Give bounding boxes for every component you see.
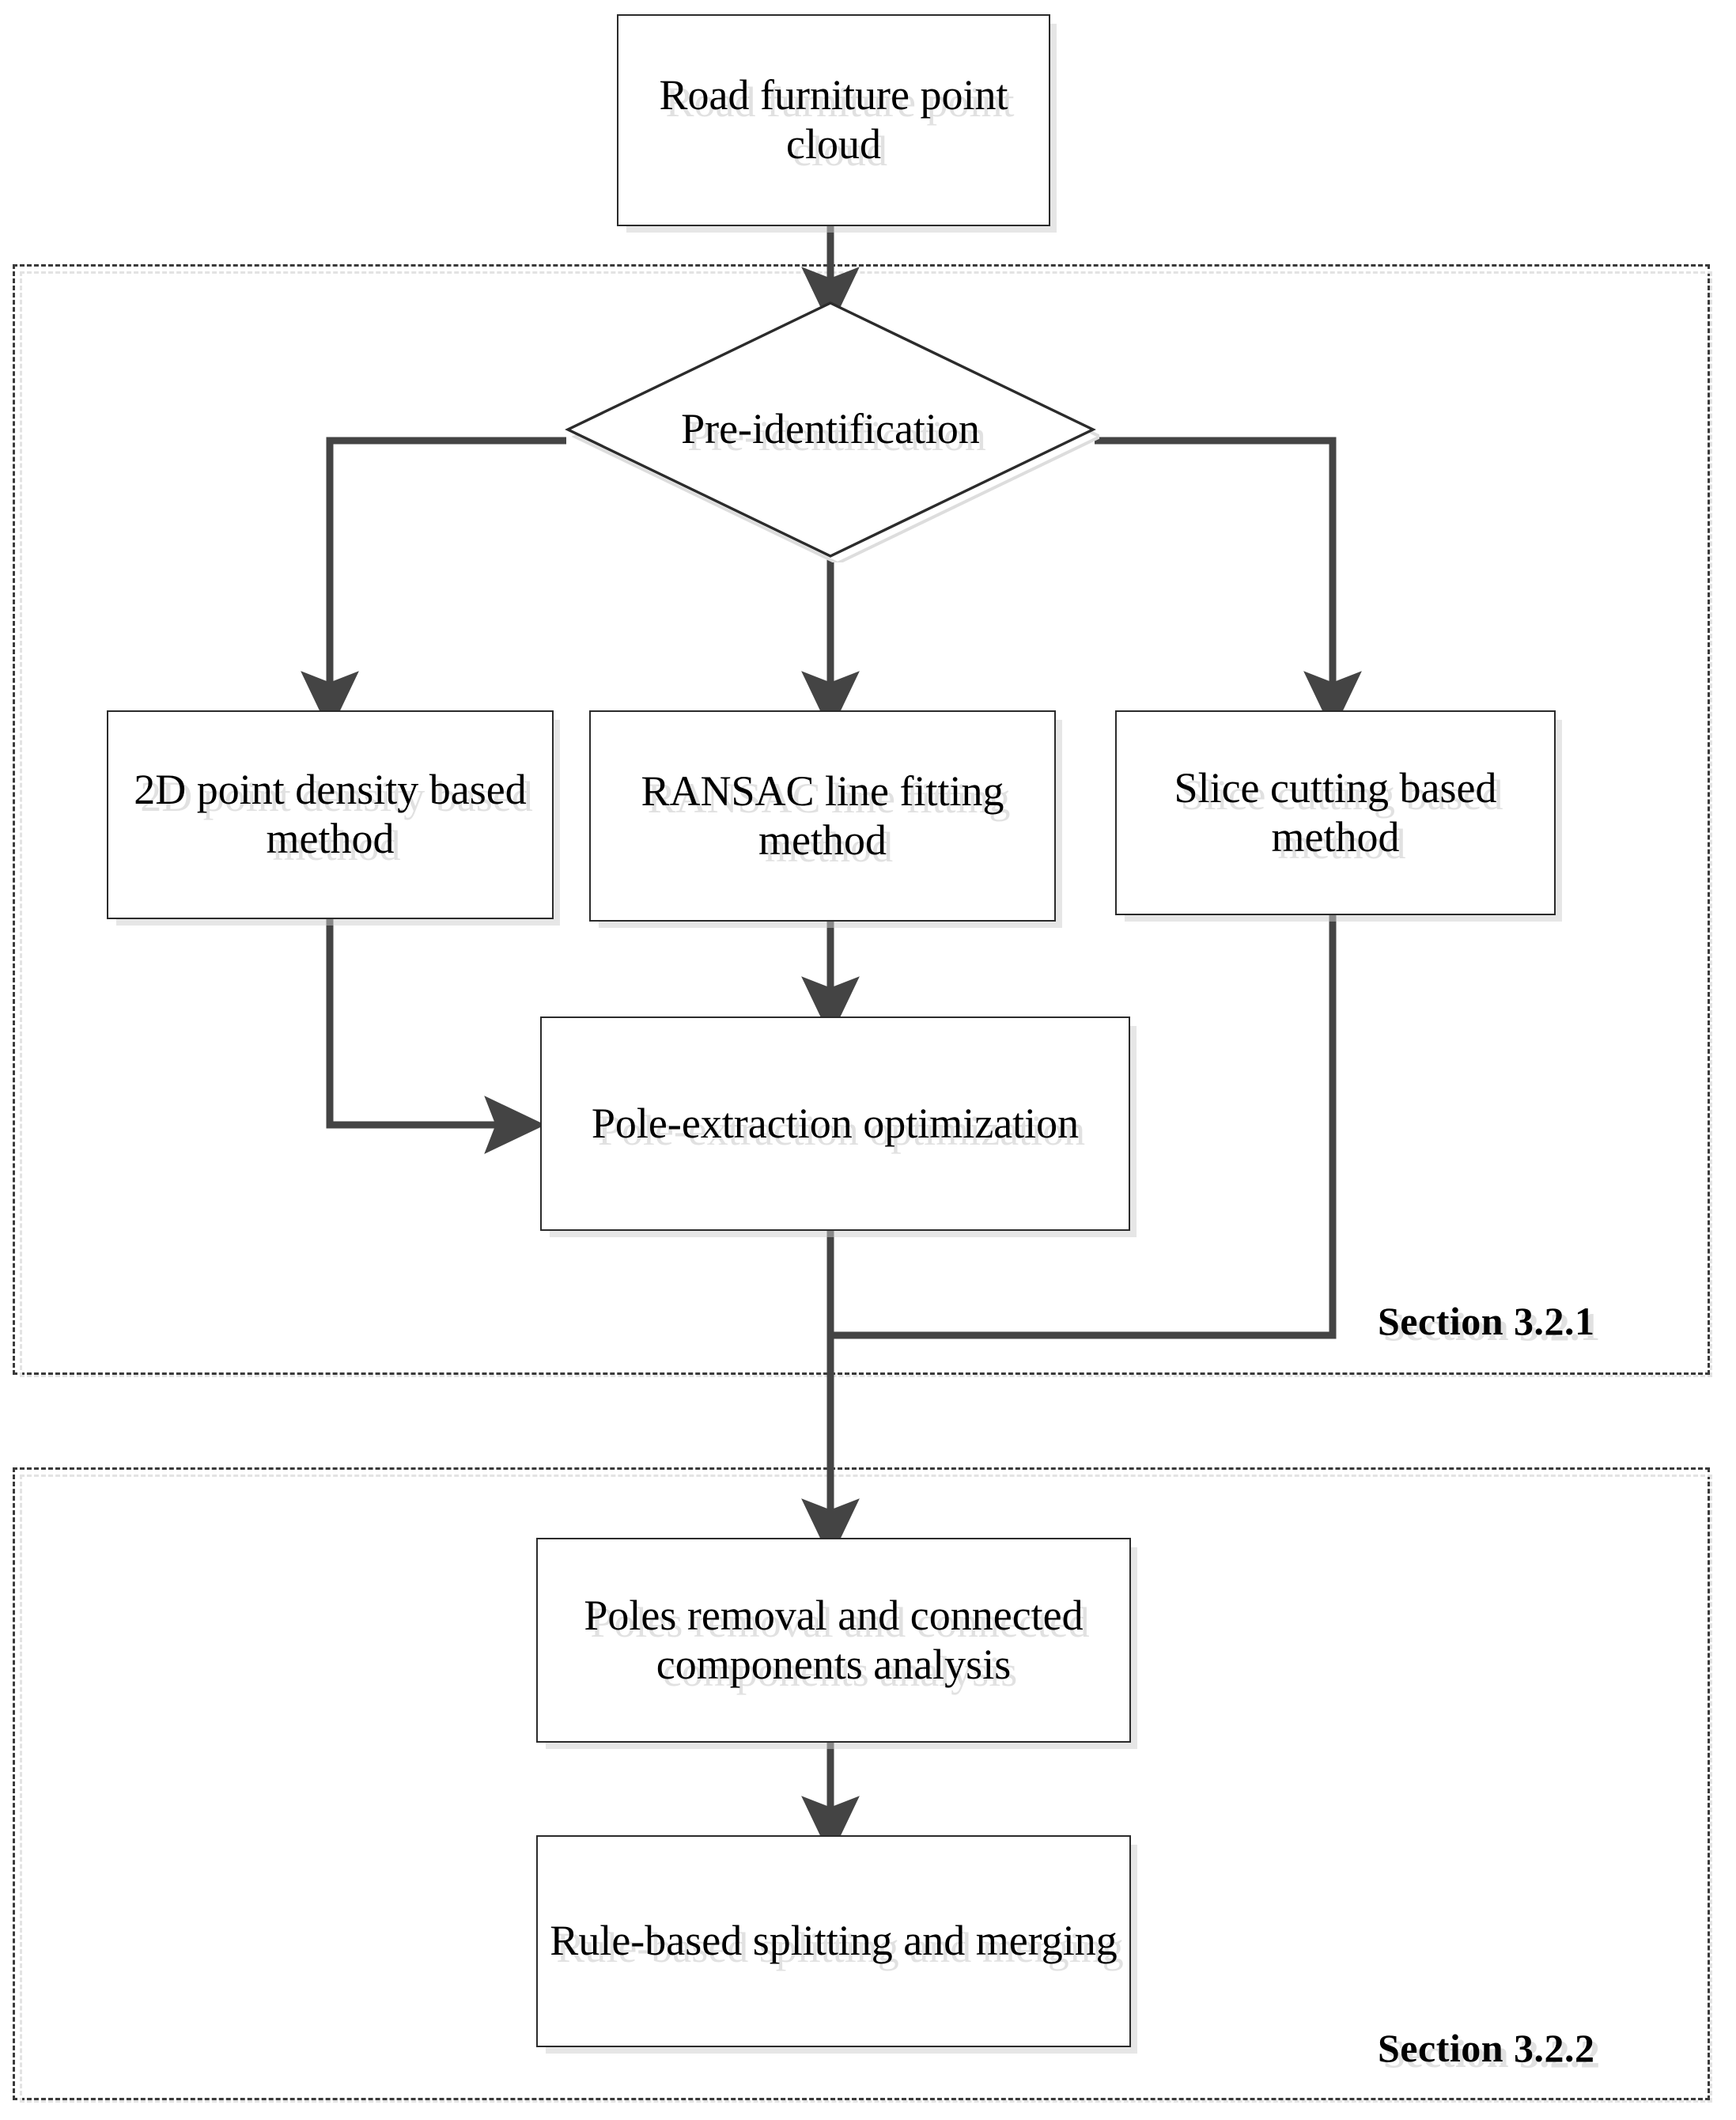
node-pole-extraction-optimization[interactable]: Pole-extraction optimization bbox=[540, 1016, 1130, 1231]
section-321-label: Section 3.2.1 bbox=[1378, 1299, 1595, 1343]
node-pre-identification[interactable]: Pre-identification bbox=[562, 297, 1099, 562]
node-ransac-line-fitting-method[interactable]: RANSAC line fitting method bbox=[589, 710, 1056, 922]
edge-decision-to-slice bbox=[1095, 437, 1362, 733]
edge-decision-to-2d-method bbox=[301, 437, 566, 733]
edge-slice-to-trunk bbox=[830, 915, 1337, 1339]
edge-2d-method-to-pole-optimization bbox=[326, 919, 546, 1154]
node-slice-cutting-based-method[interactable]: Slice cutting based method bbox=[1115, 710, 1556, 915]
node-label: RANSAC line fitting method bbox=[641, 767, 1004, 864]
decision-label: Pre-identification bbox=[681, 405, 980, 453]
node-label: Slice cutting based method bbox=[1174, 763, 1497, 861]
diamond-shape bbox=[565, 301, 1099, 562]
node-label: Poles removal and connected components a… bbox=[584, 1591, 1084, 1688]
decision-label-wrap: Pre-identification bbox=[562, 297, 1099, 562]
node-rule-based-splitting-and-merging[interactable]: Rule-based splitting and merging bbox=[536, 1835, 1131, 2047]
node-2d-point-density-based-method[interactable]: 2D point density based method bbox=[107, 710, 554, 919]
node-poles-removal-connected-components[interactable]: Poles removal and connected components a… bbox=[536, 1538, 1131, 1743]
node-label: Pole-extraction optimization bbox=[591, 1099, 1080, 1147]
node-label: 2D point density based method bbox=[134, 766, 527, 862]
section-322-label: Section 3.2.2 bbox=[1378, 2026, 1595, 2070]
node-label: Road furniture point cloud bbox=[659, 71, 1008, 168]
node-label: Rule-based splitting and merging bbox=[550, 1917, 1118, 1965]
node-road-furniture-point-cloud[interactable]: Road furniture point cloud bbox=[617, 14, 1050, 226]
